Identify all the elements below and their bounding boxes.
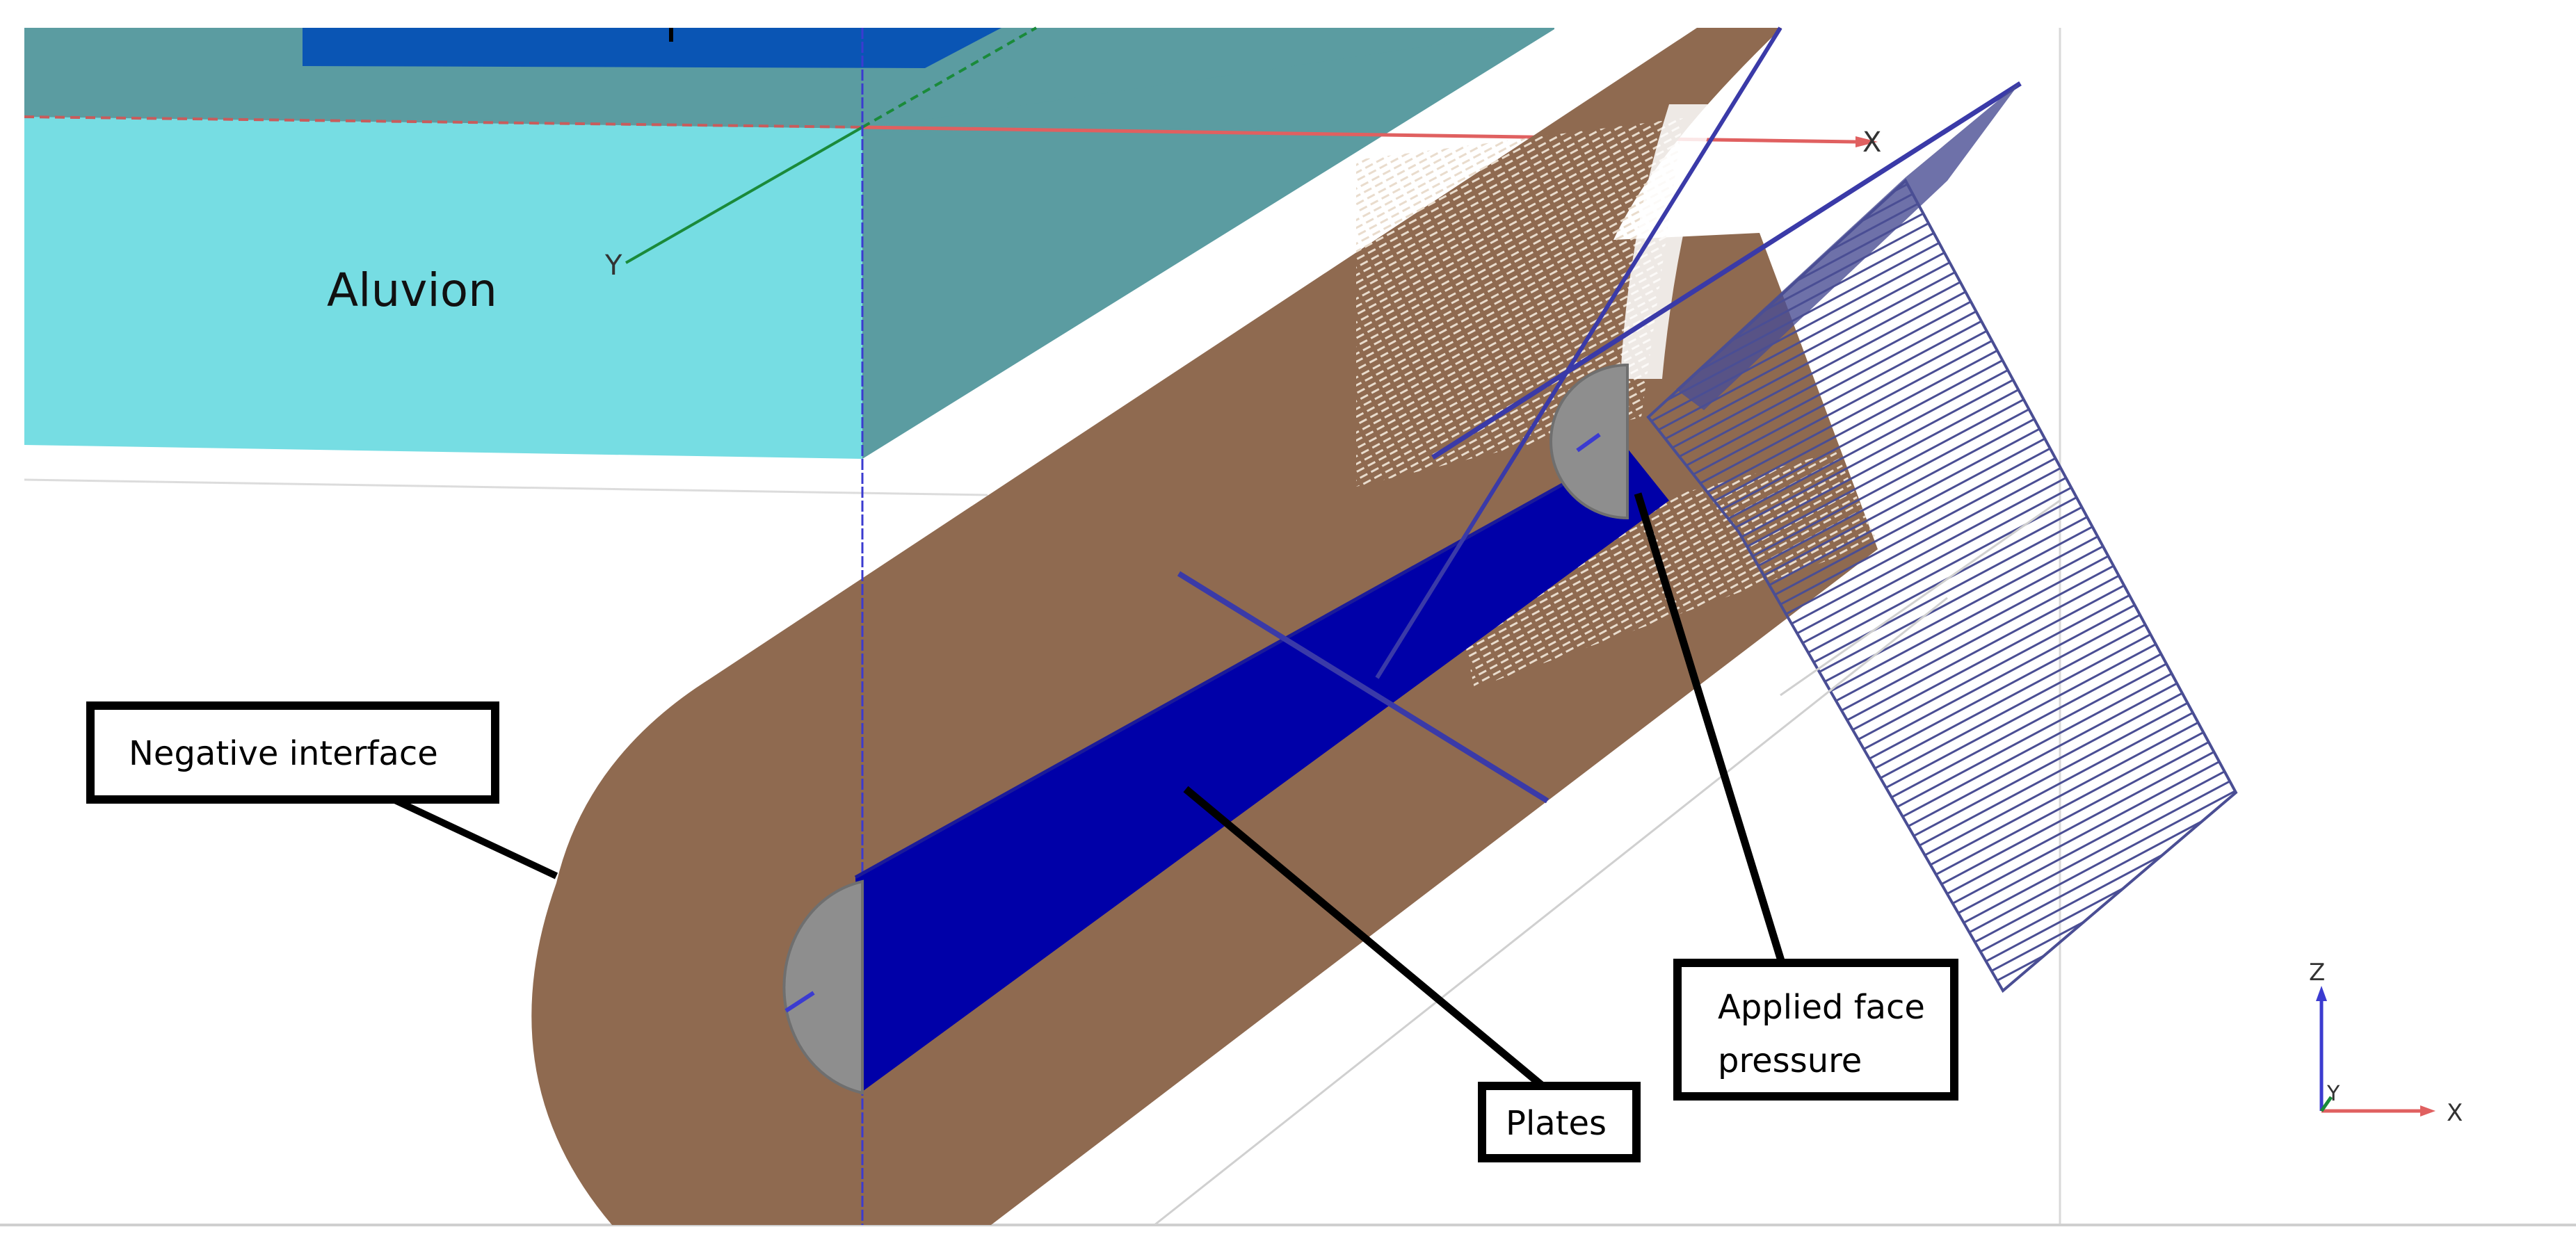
rear-face <box>782 879 864 1095</box>
soil-layer-label: Aluvion <box>327 263 497 317</box>
diagonal-line-1 <box>1375 26 1782 679</box>
plates-leader <box>1183 786 1554 1096</box>
tunnel-outline-faint <box>1154 596 1948 1226</box>
negative-interface-label: Negative interface <box>129 734 438 773</box>
plate-support-line <box>1177 571 1549 804</box>
soil-ground-line <box>24 478 988 496</box>
front-face-mark <box>1576 432 1601 453</box>
plates-surface <box>855 448 1669 1091</box>
mini-y-label: Y <box>2326 1082 2340 1106</box>
rear-face-mark <box>784 991 815 1013</box>
plates-label: Plates <box>1506 1104 1607 1143</box>
applied-face-pressure-label-line1: Applied face <box>1718 988 1925 1027</box>
y-axis-line <box>625 126 863 264</box>
mini-x-arrow <box>2420 1105 2436 1117</box>
structure-top <box>303 28 1001 68</box>
tunnel-inner-cut <box>1620 104 1718 379</box>
x-axis-label: X <box>1862 127 1881 159</box>
plates-callout: Plates <box>1478 1082 1641 1162</box>
y-axis-label: Y <box>604 250 622 282</box>
plates-top-edge <box>854 446 1629 879</box>
soil-block-front <box>24 117 862 459</box>
tunnel-outline-faint-2 <box>1780 499 2061 697</box>
mini-y-axis <box>2319 1096 2333 1112</box>
applied-face-pressure-leader <box>1634 492 1786 964</box>
applied-face-pressure-callout: Applied face pressure <box>1673 959 1958 1101</box>
applied-face-pressure-fan <box>1648 181 2236 991</box>
mini-x-label: X <box>2447 1099 2463 1127</box>
negative-interface-callout: Negative interface <box>86 701 499 804</box>
mini-z-label: Z <box>2309 959 2325 987</box>
diagonal-line-2 <box>1431 81 2022 460</box>
y-axis-dashed <box>862 26 1037 129</box>
negative-interface-leader <box>384 793 558 879</box>
mini-axis-triad: Z Y X <box>2309 959 2463 1127</box>
applied-face-pressure-outline <box>1646 178 2238 993</box>
dashed-reference-line <box>24 115 863 129</box>
mini-z-arrow <box>2316 986 2327 1001</box>
x-axis-arrow <box>1855 136 1878 147</box>
applied-face-pressure-label-line2: pressure <box>1718 1041 1862 1080</box>
